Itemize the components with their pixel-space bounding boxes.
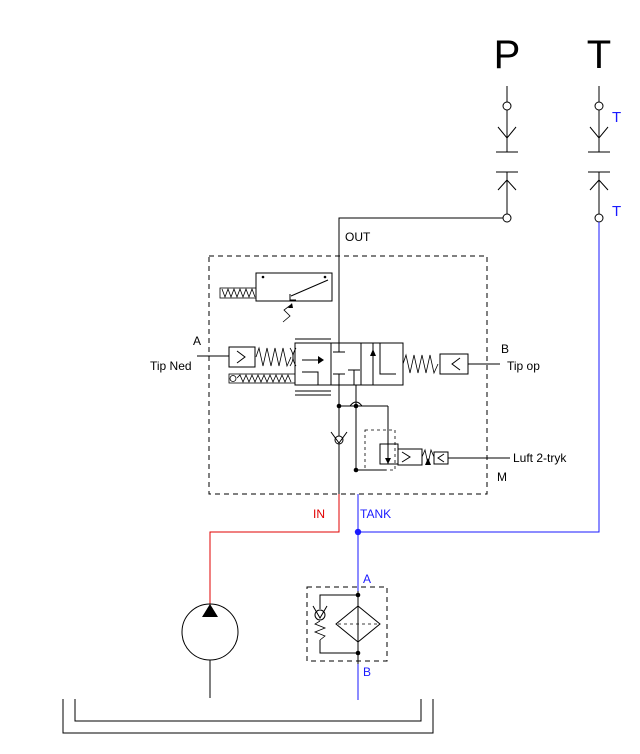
port-m-label: M — [497, 470, 507, 484]
out-line — [338, 217, 503, 350]
directional-valve — [197, 338, 500, 396]
tip-ned-label: Tip Ned — [150, 359, 192, 373]
port-b-label: B — [501, 342, 509, 356]
p-quick-coupling — [496, 86, 518, 223]
t-lower-label: T — [612, 203, 621, 220]
internal-lines — [330, 385, 389, 530]
tank-label: TANK — [360, 507, 391, 521]
pressure-line — [209, 494, 340, 604]
return-filter — [306, 586, 388, 664]
out-label: OUT — [345, 230, 371, 244]
tank-reservoir — [62, 699, 434, 734]
pump-symbol — [181, 603, 239, 698]
filter-b-label: B — [363, 665, 371, 679]
tank-line — [354, 494, 362, 700]
tip-op-label: Tip op — [507, 359, 540, 373]
valve-block-boundary — [208, 255, 488, 495]
port-p-label: P — [494, 33, 521, 77]
luft-2-tryk-label: Luft 2-tryk — [513, 451, 567, 465]
tank-reservoir-inner — [74, 699, 422, 722]
reducing-valve — [364, 429, 510, 471]
port-a-label: A — [193, 334, 201, 348]
t-upper-label: T — [612, 109, 621, 126]
filter-a-label: A — [363, 572, 371, 586]
t-quick-coupling — [588, 86, 610, 223]
adjustable-pressure-valve — [219, 272, 333, 323]
port-t-label: T — [587, 33, 611, 77]
in-label: IN — [313, 507, 325, 521]
tank-return-line — [358, 222, 600, 533]
